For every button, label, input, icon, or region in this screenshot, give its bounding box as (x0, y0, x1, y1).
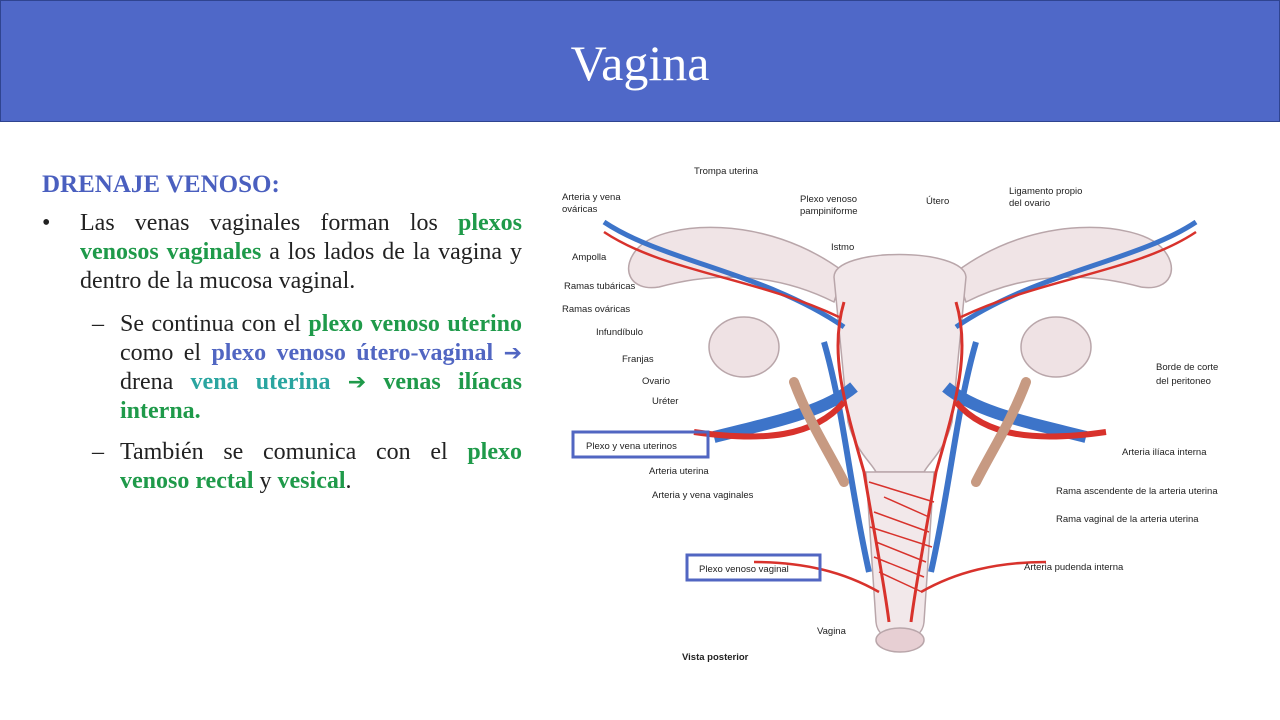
left-pudendal-artery (753, 560, 880, 594)
sub2-text-3: . (345, 468, 352, 494)
label-utero: Útero (926, 196, 949, 207)
label-arteria-iliaca: Arteria ilíaca interna (1122, 447, 1207, 458)
label-borde-2: del peritoneo (1156, 376, 1211, 387)
sub1-highlight-3: vena uterina (190, 369, 331, 395)
sub1-text-2: como el (120, 340, 212, 366)
right-ureter (971, 377, 1031, 487)
dash-mark: – (92, 311, 104, 337)
label-plexo-pampiniforme-1: Plexo venoso (800, 194, 857, 205)
right-ovarian-artery (960, 230, 1197, 319)
sub2-text-1: También se comunica con el (120, 439, 468, 465)
sub2-highlight-2: vesical (277, 468, 346, 494)
label-ampolla: Ampolla (572, 252, 607, 263)
label-arteria-vena-ovaricas-2: ováricas (562, 204, 598, 215)
bullet-mark: • (42, 210, 51, 236)
vagina-tube (865, 471, 935, 642)
label-ureter: Uréter (652, 396, 678, 407)
label-rama-ascendente: Rama ascendente de la arteria uterina (1056, 486, 1218, 497)
uterus-illustration: Trompa uterina Arteria y vena ováricas P… (562, 166, 1218, 663)
left-ureter (789, 377, 849, 487)
section-heading: DRENAJE VENOSO: (42, 171, 280, 198)
sub2-highlight-1: plexo venoso rectal (120, 439, 522, 494)
bullet1-highlight: plexos venosos vaginales (80, 210, 522, 265)
right-side-vein (928, 341, 979, 573)
label-arteria-vena-ovaricas-1: Arteria y vena (562, 192, 621, 203)
label-infundibulo: Infundíbulo (596, 327, 643, 338)
left-ovarian-artery (603, 230, 840, 319)
text-column: DRENAJE VENOSO: • Las venas vaginales fo… (42, 170, 522, 508)
bullet1-text-1: Las venas vaginales forman los (80, 210, 458, 236)
left-internal-iliac-artery (693, 400, 847, 440)
title-bar: Vagina (0, 0, 1280, 122)
anatomy-figure: Trompa uterina Arteria y vena ováricas P… (544, 152, 1256, 690)
label-ovario: Ovario (642, 376, 670, 387)
highlight-box-plexo-venoso-vaginal (685, 553, 822, 582)
label-arteria-vena-vaginales: Arteria y vena vaginales (652, 490, 754, 501)
label-ramas-tubaricas: Ramas tubáricas (564, 281, 636, 292)
label-plexo-pampiniforme-2: pampiniforme (800, 206, 858, 217)
sub1-highlight-2: plexo venoso útero-vaginal (211, 340, 494, 366)
label-plexo-venoso-vaginal: Plexo venoso vaginal (699, 564, 789, 575)
label-ramas-ovaricas: Ramas ováricas (562, 304, 630, 315)
sub-item-1: – Se continua con el plexo venoso uterin… (42, 310, 522, 426)
highlight-box-plexo-vena-uterinos (571, 430, 710, 459)
label-ligamento-1: Ligamento propio (1009, 186, 1082, 197)
label-istmo: Istmo (831, 242, 854, 253)
label-arteria-uterina: Arteria uterina (649, 466, 709, 477)
right-tube (955, 226, 1172, 304)
right-internal-iliac-artery (953, 400, 1107, 440)
label-vagina: Vagina (817, 626, 847, 637)
left-ovarian-vein (602, 219, 846, 330)
right-ovarian-vein (954, 219, 1198, 330)
left-ovary (708, 316, 780, 378)
label-plexo-vena-uterinos: Plexo y vena uterinos (586, 441, 677, 452)
vaginal-plexus (868, 481, 935, 593)
dash-mark: – (92, 439, 104, 465)
label-borde-1: Borde de corte (1156, 362, 1218, 373)
right-ovary (1020, 316, 1092, 378)
sub-item-2: – También se comunica con el plexo venos… (42, 438, 522, 496)
sub1-highlight-1: plexo venoso uterino (308, 311, 522, 337)
bullet1-text-2: a los lados de la vagina y dentro de la … (80, 239, 522, 294)
slide-title: Vagina (570, 35, 710, 91)
label-rama-vaginal: Rama vaginal de la arteria uterina (1056, 514, 1199, 525)
right-uterine-artery (909, 301, 964, 623)
sub2-text-2: y (253, 468, 278, 494)
label-vista-posterior: Vista posterior (682, 652, 749, 663)
arrow-icon: ➔ (347, 370, 367, 395)
left-uterine-artery (836, 301, 891, 623)
label-franjas: Franjas (622, 354, 654, 365)
sub1-text-3: drena (120, 369, 191, 395)
bullet-item: • Las venas vaginales forman los plexos … (42, 209, 522, 296)
vagina-opening (875, 627, 925, 653)
left-tube (628, 226, 845, 304)
right-pudendal-artery (920, 560, 1047, 594)
sub1-text-1: Se continua con el (120, 311, 309, 337)
label-ligamento-2: del ovario (1009, 198, 1050, 209)
label-arteria-pudenda: Arteria pudenda interna (1024, 562, 1124, 573)
label-trompa-uterina: Trompa uterina (694, 166, 759, 177)
left-side-vein (821, 341, 872, 573)
arrow-icon: ➔ (503, 341, 522, 366)
sub1-highlight-4: venas ilíacas interna. (120, 369, 522, 424)
